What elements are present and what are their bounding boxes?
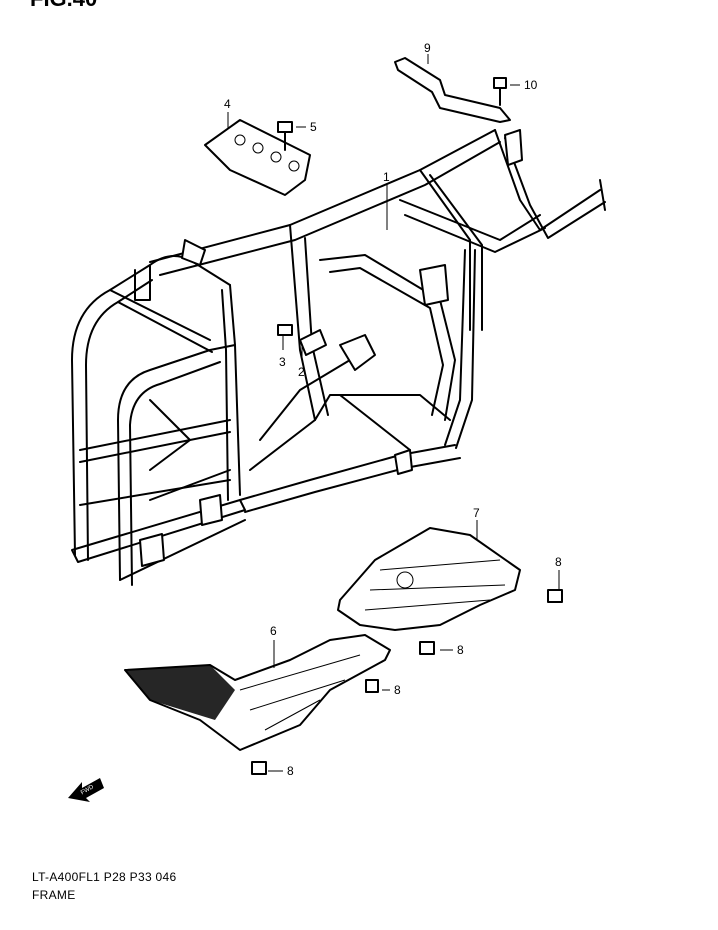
callout-2: 2 [298, 365, 305, 379]
callout-6: 6 [270, 624, 277, 638]
leader-lines [227, 54, 560, 772]
model-code-line: LT-A400FL1 P28 P33 046 [32, 870, 177, 884]
callout-10: 10 [524, 78, 538, 92]
callout-8b: 8 [457, 643, 464, 657]
callout-7: 7 [473, 506, 480, 520]
callout-8a: 8 [555, 555, 562, 569]
skid-plate-rear-part-7 [337, 527, 521, 631]
callout-8d: 8 [287, 764, 294, 778]
fwd-arrow-icon: FWD [68, 778, 104, 802]
callout-8c: 8 [394, 683, 401, 697]
figure-title: FIG.40 [30, 0, 97, 12]
callout-1: 1 [383, 170, 390, 184]
callout-9: 9 [424, 41, 431, 55]
callout-5: 5 [310, 120, 317, 134]
frame-assembly [71, 129, 606, 586]
callout-3: 3 [279, 355, 286, 369]
section-name: FRAME [32, 888, 76, 902]
skid-plate-front-part-6 [124, 634, 391, 751]
fasteners [251, 77, 563, 775]
callout-labels: 1 2 3 4 5 6 7 8 8 8 8 9 10 [224, 41, 562, 778]
bracket-plate-part-4 [204, 119, 311, 196]
rear-bracket-part-9 [394, 57, 511, 123]
callout-4: 4 [224, 97, 231, 111]
